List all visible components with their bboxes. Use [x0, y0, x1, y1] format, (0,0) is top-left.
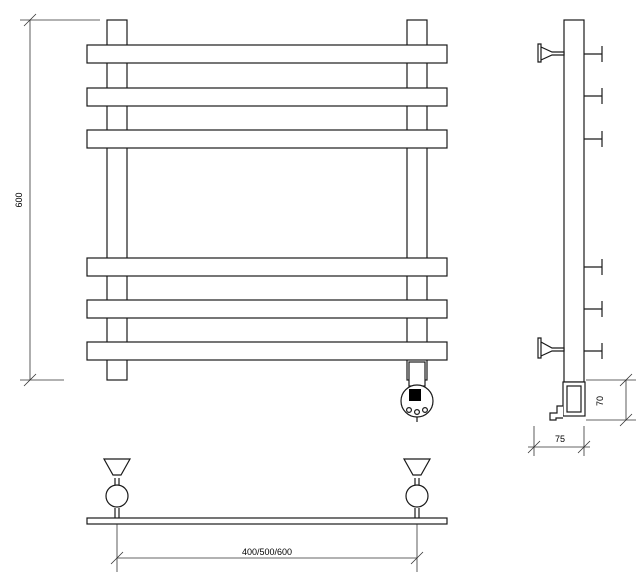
side-mount-bottom	[537, 337, 565, 359]
width-label: 400/500/600	[242, 547, 292, 557]
height-dimension	[20, 13, 100, 387]
depth-label: 75	[555, 434, 565, 444]
top-view	[86, 458, 448, 525]
side-pipe-connector	[549, 405, 563, 421]
control-display	[409, 389, 421, 401]
front-view	[86, 19, 448, 387]
crossbar-4	[86, 257, 448, 277]
crossbar-5	[86, 299, 448, 319]
left-post	[106, 19, 128, 381]
heater-height-label: 70	[595, 396, 605, 406]
crossbar-6	[86, 341, 448, 361]
heater-body	[408, 361, 426, 387]
right-mount-ball	[405, 484, 429, 508]
right-mount-cup	[402, 458, 432, 476]
side-view	[537, 19, 603, 421]
width-dimension	[110, 524, 424, 572]
heater-control	[400, 384, 434, 422]
side-mount-top	[537, 43, 565, 63]
depth-dimension	[527, 426, 591, 456]
crossbar-2	[86, 87, 448, 107]
side-post	[563, 19, 585, 383]
crossbar-3	[86, 129, 448, 149]
control-button-left	[406, 407, 413, 414]
control-button-mid	[414, 409, 421, 416]
heater-height-dimension	[586, 373, 636, 427]
left-mount-cup	[102, 458, 132, 476]
control-button-right	[422, 407, 429, 414]
right-post	[406, 19, 428, 381]
left-mount-ball	[105, 484, 129, 508]
height-label: 600	[14, 192, 24, 207]
crossbar-1	[86, 44, 448, 64]
wall-plate	[86, 517, 448, 525]
